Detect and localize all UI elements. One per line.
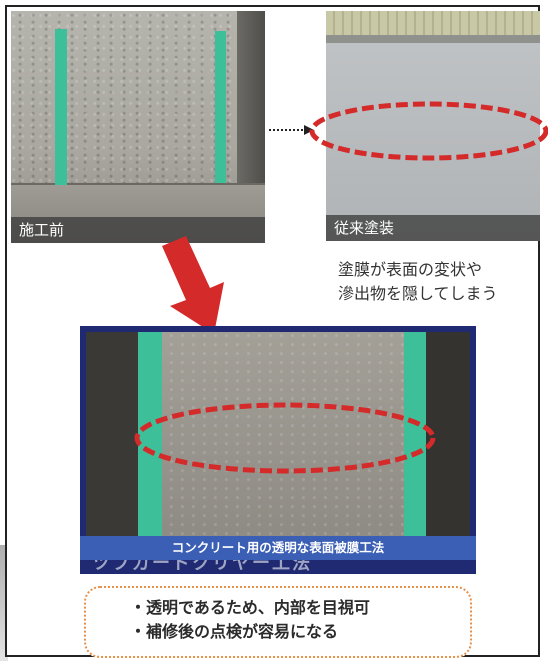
note-line-2: 滲出物を隠してしまう bbox=[338, 284, 498, 303]
green-tape-left bbox=[55, 29, 67, 185]
conventional-note: 塗膜が表面の変状や 滲出物を隠してしまう bbox=[338, 258, 538, 306]
benefit-item: 透明であるため、内部を目視可 bbox=[130, 596, 470, 620]
painted-surface bbox=[326, 43, 540, 241]
after-photo-panel: ツブガードクリヤー工法 bbox=[80, 326, 476, 574]
before-photo: 施工前 bbox=[11, 11, 265, 243]
benefit-item: 補修後の点検が容易になる bbox=[130, 620, 470, 644]
left-dark-area bbox=[86, 332, 146, 558]
fence bbox=[326, 11, 540, 35]
highlight-ellipse-after bbox=[134, 402, 436, 474]
green-tape-right bbox=[215, 31, 226, 183]
right-dark-area bbox=[426, 332, 470, 558]
conventional-caption: 従来塗装 bbox=[326, 215, 540, 241]
before-caption: 施工前 bbox=[11, 217, 265, 243]
after-photo bbox=[86, 332, 470, 558]
method-title-bar: コンクリート用の透明な表面被膜工法 bbox=[80, 536, 476, 560]
highlight-ellipse-conventional bbox=[309, 101, 548, 161]
conventional-photo: 従来塗装 bbox=[326, 11, 540, 241]
dotted-arrow-icon bbox=[269, 125, 314, 135]
block-joint bbox=[11, 183, 265, 185]
benefits-box: 透明であるため、内部を目視可 補修後の点検が容易になる bbox=[84, 586, 472, 658]
green-tape-right bbox=[404, 332, 426, 558]
clear-coated-concrete bbox=[156, 332, 414, 558]
left-edge-shadow bbox=[0, 545, 8, 661]
note-line-1: 塗膜が表面の変状や bbox=[338, 260, 483, 279]
down-arrow-icon bbox=[162, 236, 224, 334]
green-tape-left bbox=[138, 332, 162, 558]
benefit-list: 透明であるため、内部を目視可 補修後の点検が容易になる bbox=[86, 588, 470, 644]
fence-base bbox=[326, 35, 540, 43]
